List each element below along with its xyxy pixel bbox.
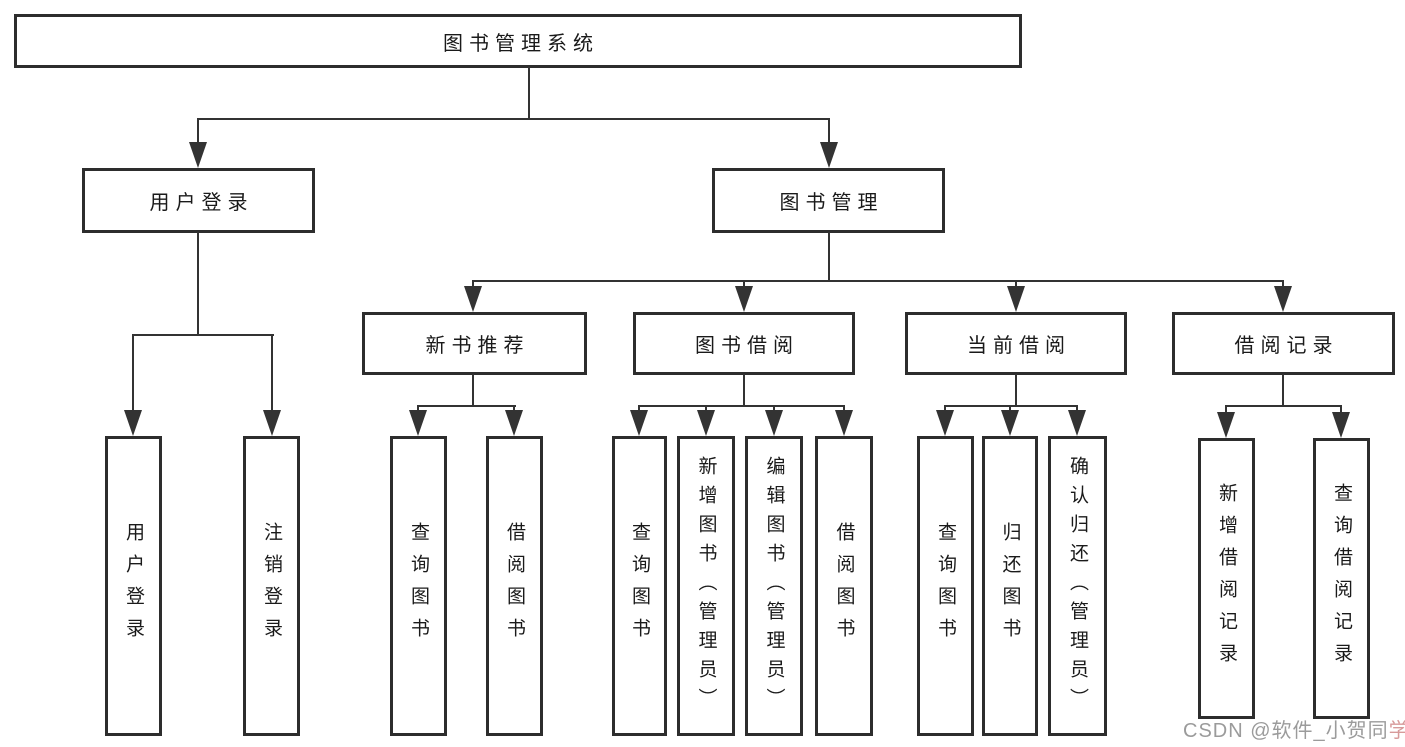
node-library-system: 图书管理系统 [14,14,1022,68]
connector-line [705,405,707,413]
leaf-logout: 注销登录 [243,436,300,736]
connector-line [828,232,830,282]
connector-line [1225,405,1227,415]
connector-arrow-icon [1007,286,1025,312]
connector-line [197,118,199,146]
leaf-query-books-recommend: 查询图书 [390,436,447,736]
connector-arrow-icon [1274,286,1292,312]
connector-arrow-icon [409,410,427,436]
connector-line [1282,280,1284,290]
connector-line [743,374,745,407]
connector-arrow-icon [820,142,838,168]
connector-arrow-icon [1332,412,1350,438]
node-book-borrow: 图书借阅 [633,312,855,375]
connector-arrow-icon [835,410,853,436]
leaf-edit-book-admin: 编辑图书（管理员） [745,436,803,736]
connector-line [417,405,516,407]
leaf-borrow-books-recommend: 借阅图书 [486,436,543,736]
connector-line [271,334,273,412]
node-book-management: 图书管理 [712,168,945,233]
connector-line [1015,280,1017,290]
connector-line [197,118,830,120]
connector-arrow-icon [1217,412,1235,438]
connector-arrow-icon [124,410,142,436]
connector-arrow-icon [735,286,753,312]
connector-arrow-icon [697,410,715,436]
leaf-add-book-admin: 新增图书（管理员） [677,436,735,736]
connector-line [472,280,1284,282]
connector-line [1225,405,1342,407]
csdn-watermark: CSDN @软件_小贺同学 [1183,714,1405,743]
node-borrow-records: 借阅记录 [1172,312,1395,375]
connector-line [528,67,530,118]
connector-line [638,405,845,407]
connector-line [1282,374,1284,407]
connector-line [944,405,946,413]
connector-line [132,334,274,336]
watermark-text: CSDN @软件_小贺同 [1183,720,1389,742]
connector-line [773,405,775,413]
leaf-borrow-books: 借阅图书 [815,436,873,736]
node-new-book-recommend: 新书推荐 [362,312,587,375]
connector-line [828,118,830,146]
connector-line [513,405,515,413]
leaf-query-books-current: 查询图书 [917,436,974,736]
leaf-query-books-borrow: 查询图书 [612,436,667,736]
connector-arrow-icon [936,410,954,436]
leaf-user-login: 用户登录 [105,436,162,736]
connector-arrow-icon [630,410,648,436]
connector-line [132,334,134,412]
node-current-borrow: 当前借阅 [905,312,1127,375]
connector-arrow-icon [1068,410,1086,436]
watermark-accent-text: 学 [1388,720,1405,742]
connector-line [472,280,474,290]
connector-line [743,280,745,290]
connector-line [1340,405,1342,415]
leaf-return-book: 归还图书 [982,436,1038,736]
connector-arrow-icon [263,410,281,436]
leaf-add-borrow-record: 新增借阅记录 [1198,438,1255,719]
connector-line [417,405,419,413]
connector-arrow-icon [505,410,523,436]
connector-line [1015,374,1017,407]
connector-arrow-icon [189,142,207,168]
leaf-query-borrow-record: 查询借阅记录 [1313,438,1370,719]
node-user-login: 用户登录 [82,168,315,233]
connector-line [197,232,199,336]
connector-line [1076,405,1078,413]
connector-arrow-icon [464,286,482,312]
leaf-confirm-return-admin: 确认归还（管理员） [1048,436,1107,736]
connector-line [1009,405,1011,413]
connector-line [472,374,474,407]
connector-line [944,405,1078,407]
connector-line [638,405,640,413]
connector-line [843,405,845,413]
connector-arrow-icon [1001,410,1019,436]
connector-arrow-icon [765,410,783,436]
